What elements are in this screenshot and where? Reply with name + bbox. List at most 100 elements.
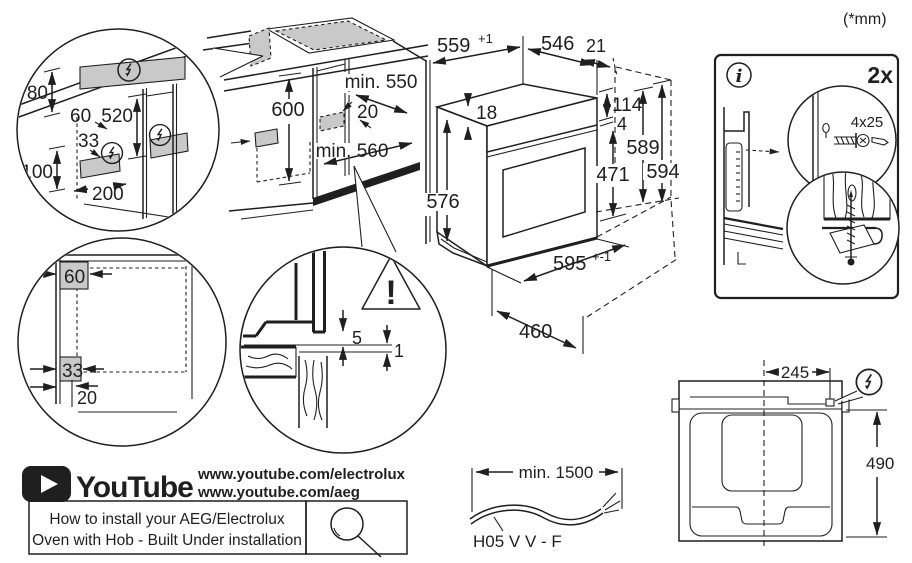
plinth-wood: [298, 356, 328, 428]
svg-text:min. 550: min. 550: [345, 72, 418, 93]
youtube-url-electrolux: www.youtube.com/electrolux: [197, 466, 406, 483]
oven-left-face: [436, 105, 488, 268]
connection-zone-low: [79, 153, 121, 179]
svg-text:33: 33: [62, 361, 83, 382]
svg-text:i: i: [736, 66, 743, 87]
youtube-play-icon: [22, 466, 71, 502]
svg-text:+1: +1: [478, 31, 493, 46]
dim-33: 33: [78, 131, 101, 158]
oven-top-view: 245 490: [671, 360, 894, 548]
screw-icon: [834, 133, 870, 148]
mains-connection-point: [825, 398, 835, 407]
mounting-screw-icon: [845, 190, 857, 266]
dim-245: 245: [765, 363, 831, 399]
dim-559: 559 +1: [432, 31, 524, 84]
dim-490: 490: [846, 409, 894, 538]
svg-text:595: 595: [553, 253, 586, 275]
youtube-wordmark: YouTube: [76, 471, 193, 504]
power-bolt-icon: [855, 368, 883, 396]
plinth-strip: [313, 162, 420, 206]
dim-18: 18: [463, 93, 497, 140]
svg-text:460: 460: [519, 321, 552, 343]
dim-594: 594: [595, 79, 684, 213]
kitchen-scene: 600 min. 550 20 min. 560: [202, 17, 429, 253]
svg-text:20: 20: [357, 102, 378, 123]
svg-text:200: 200: [92, 184, 124, 205]
youtube-block: YouTube www.youtube.com/electrolux www.y…: [22, 466, 408, 558]
mounting-info-box: i 2x: [713, 53, 900, 300]
oven-door-window: [502, 147, 586, 239]
power-bolt-callout: [834, 368, 883, 405]
quantity-label: 2x: [867, 62, 893, 88]
dim-33-corner: 33: [30, 361, 104, 382]
dim-460: 460: [491, 269, 584, 354]
svg-text:589: 589: [626, 137, 659, 159]
units-note: (*mm): [843, 11, 887, 28]
svg-text:+-1: +-1: [592, 249, 611, 264]
svg-text:20: 20: [77, 388, 97, 408]
caption-line-1: How to install your AEG/Electrolux: [49, 511, 284, 528]
svg-text:60: 60: [70, 106, 91, 127]
svg-text:520: 520: [101, 106, 133, 127]
cabinet-side-detail: 60 33 20: [17, 237, 227, 447]
warning-triangle-icon: !: [361, 255, 421, 312]
oven-mounting-sketch: [723, 107, 784, 265]
wall-plug-icon: [871, 136, 889, 146]
dim-520: 520: [101, 93, 147, 160]
magnifier-icon: [330, 507, 382, 558]
youtube-url-aeg: www.youtube.com/aeg: [197, 484, 360, 501]
oven-3d-view: 559 +1 546 21 18 114: [421, 31, 684, 354]
svg-text:33: 33: [78, 131, 99, 152]
dim-595: 595 +-1: [486, 238, 630, 284]
svg-text:559: 559: [437, 35, 470, 57]
dim-5: 5: [338, 310, 362, 366]
plinth-gap-detail: 5 1 !: [239, 246, 447, 454]
svg-text:471: 471: [596, 164, 629, 186]
svg-text:!: !: [385, 274, 396, 312]
info-icon: i: [726, 62, 752, 88]
svg-text:80: 80: [27, 83, 48, 104]
dim-1: 1: [382, 325, 404, 371]
dim-4: 4: [599, 114, 627, 134]
dim-20-rear: 20: [342, 101, 378, 129]
zone-33: [59, 356, 82, 382]
svg-text:594: 594: [646, 161, 679, 183]
svg-text:60: 60: [64, 267, 85, 288]
screw-detail: 4x25: [787, 85, 897, 195]
zone-60: [59, 261, 89, 290]
control-panel-edge: [486, 124, 598, 153]
svg-text:576: 576: [426, 191, 459, 213]
side-connection-zone: [254, 128, 279, 148]
mains-cable: min. 1500 H05 V V - F: [469, 463, 623, 551]
svg-text:18: 18: [476, 103, 497, 124]
connection-zone-top: [79, 56, 186, 90]
svg-text:1: 1: [394, 341, 404, 361]
counter-connection-detail: 80 60 520 33: [16, 28, 220, 232]
svg-text:21: 21: [586, 36, 606, 56]
svg-text:490: 490: [866, 454, 894, 473]
svg-text:114: 114: [612, 95, 643, 116]
svg-text:5: 5: [352, 328, 362, 348]
cable-length-label: min. 1500: [519, 463, 594, 482]
dim-589: 589: [622, 86, 664, 203]
dim-471: 471: [593, 130, 633, 222]
svg-text:245: 245: [781, 363, 809, 382]
dim-21: 21: [581, 36, 618, 77]
svg-text:546: 546: [541, 33, 574, 55]
dim-576: 576: [421, 119, 466, 242]
rear-connection-zone: [319, 111, 345, 132]
hob-cutout: [248, 17, 396, 67]
svg-text:600: 600: [271, 99, 304, 121]
dim-60: 60: [70, 106, 108, 130]
dim-200: 200: [73, 182, 127, 205]
dim-min-560: min. 560: [315, 141, 413, 165]
svg-text:4: 4: [617, 114, 627, 134]
search-box: [305, 500, 408, 555]
caption-line-2: Oven with Hob - Built Under installation: [32, 532, 302, 549]
dim-114: 114: [598, 87, 643, 122]
dim-min-550: min. 550: [344, 72, 418, 114]
dim-80: 80: [27, 67, 61, 118]
screw-size-label: 4x25: [851, 114, 884, 131]
bracket-detail: [786, 171, 900, 285]
